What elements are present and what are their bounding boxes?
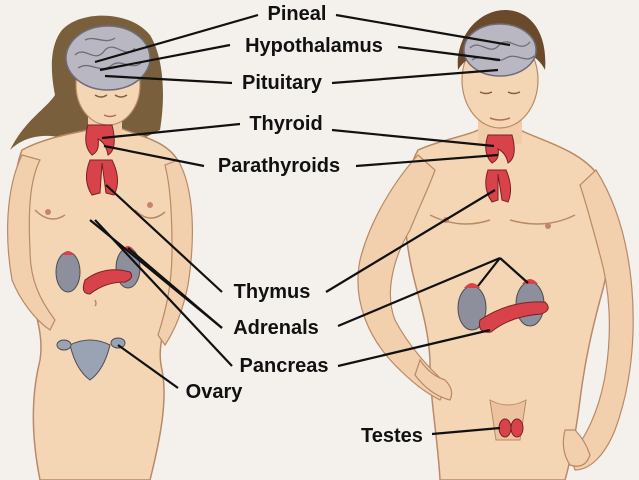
leader-adrenals-right-c [499,257,529,284]
female-nipple-left [45,209,51,215]
leader-thyroid-left [101,122,241,140]
female-ovary-right [110,337,126,349]
leader-hypothalamus-left [99,43,231,72]
leader-thyroid-right [331,128,495,148]
male-figure [357,10,634,480]
leader-testes [431,426,501,436]
female-figure [7,15,193,480]
leader-thymus-left [105,184,223,293]
female-mouth [103,114,117,118]
female-breasts [34,209,166,220]
female-uterus [69,339,111,381]
male-thymus-gland [485,169,512,203]
female-kidney-left [55,251,81,293]
leader-adrenals-right-a [337,256,501,328]
leader-pineal-left [94,13,259,64]
leader-adrenals-left-b [127,247,223,329]
male-eyes [479,91,521,95]
leader-hypothalamus-right [397,45,501,62]
male-nipple-right [545,223,551,229]
leader-thymus-right [325,189,496,293]
male-mouth [489,117,511,121]
male-brain [463,23,537,77]
label-hypothalamus: Hypothalamus [245,35,383,57]
labels: Pineal Hypothalamus Pituitary Thyroid Pa… [186,3,423,447]
male-right-hand [562,429,591,467]
female-adrenal-left [62,251,74,255]
label-ovary: Ovary [186,381,244,403]
label-pancreas: Pancreas [240,355,329,377]
label-thymus: Thymus [234,281,311,303]
female-left-arm [7,154,56,331]
female-eyes [94,94,128,98]
leader-pancreas-left [94,219,233,367]
male-testis-right [510,418,524,438]
male-right-arm [569,169,634,471]
female-thymus-gland [86,159,118,196]
female-pancreas [82,269,133,295]
label-parathyroids: Parathyroids [218,155,340,177]
female-navel [94,299,97,307]
male-testis-left [498,418,512,438]
male-adrenal-left [464,283,480,288]
leader-pituitary-left [104,74,233,85]
leader-pineal-right [335,13,511,47]
female-nipple-right [147,202,153,208]
leader-parathyroids-left [103,144,205,168]
leader-lines [89,13,529,436]
label-thyroid: Thyroid [249,113,322,135]
leader-pancreas-right [337,328,491,368]
label-pineal: Pineal [268,3,327,25]
male-torso [404,129,611,480]
female-brain-folds [74,37,143,70]
male-left-hand [414,358,453,401]
label-pituitary: Pituitary [242,72,323,94]
leader-adrenals-right-b [477,257,501,287]
label-testes: Testes [361,425,423,447]
female-right-arm [157,159,193,347]
male-left-arm [357,154,449,401]
label-adrenals: Adrenals [233,317,319,339]
female-ovary-left [56,339,72,351]
male-chest-lines [429,214,576,225]
leader-pituitary-right [331,68,499,85]
leader-ovary [117,344,179,389]
leader-parathyroids-right [355,153,499,168]
